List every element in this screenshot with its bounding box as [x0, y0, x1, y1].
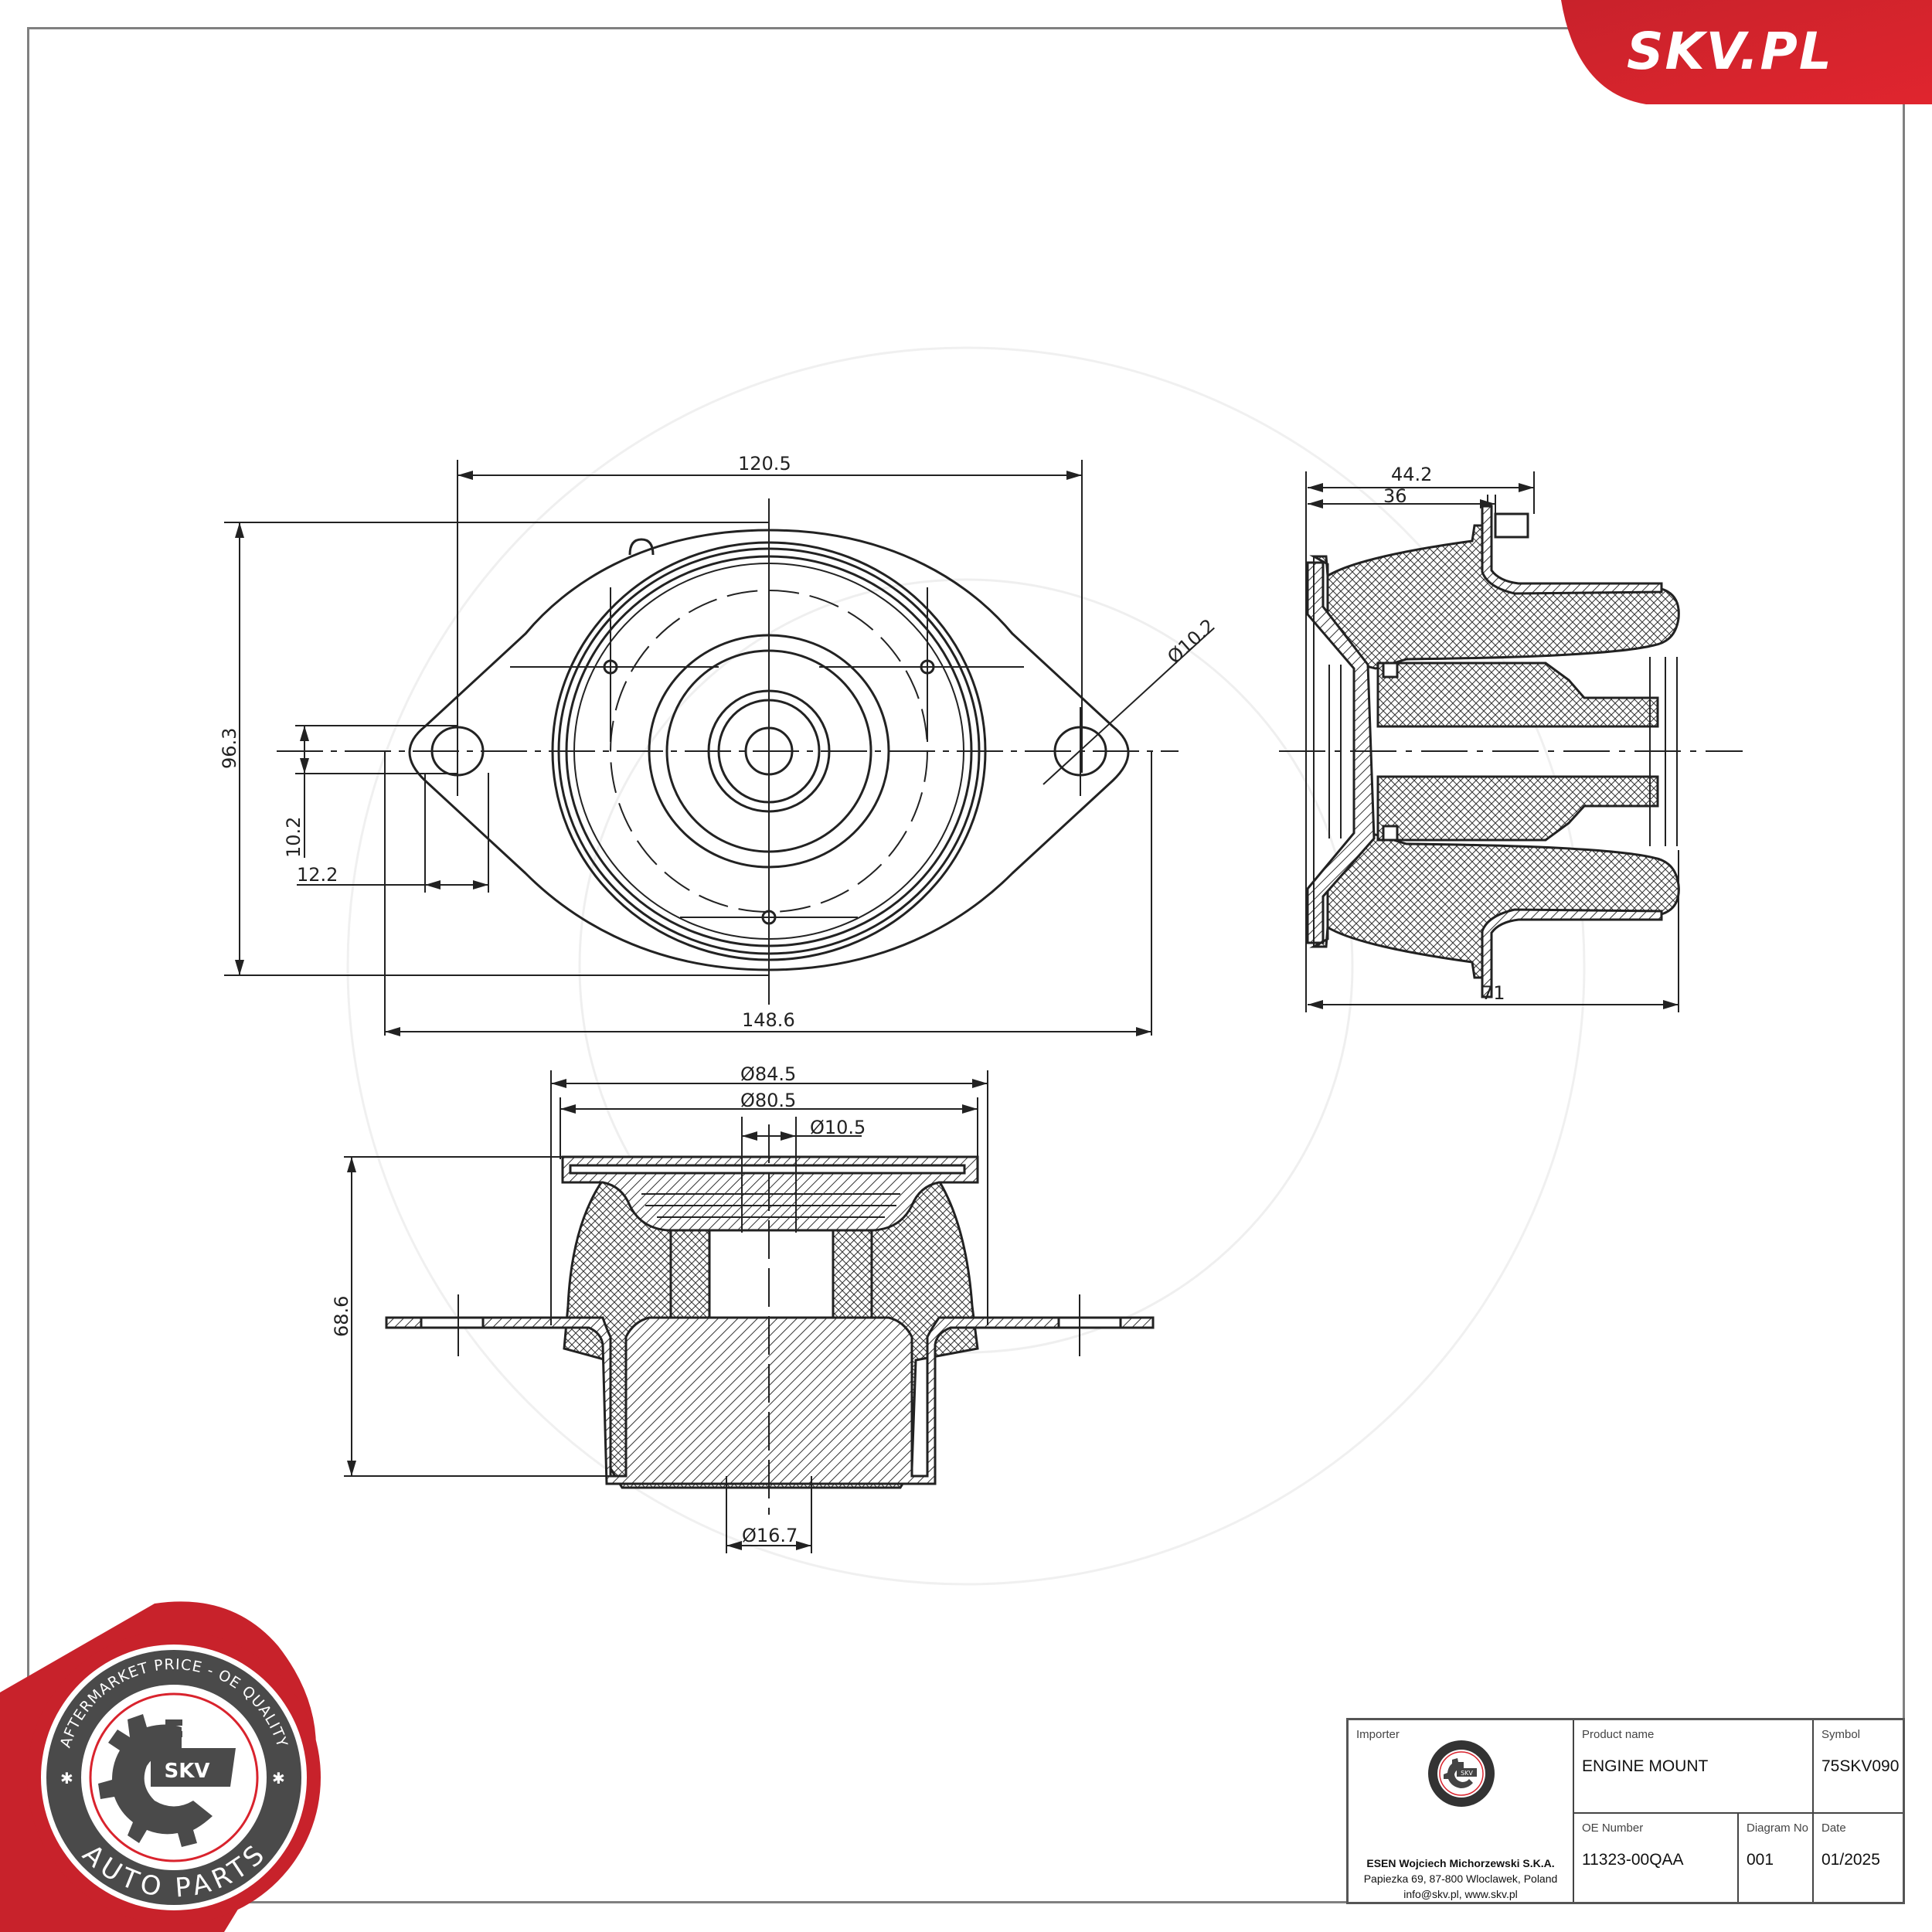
symbol-value: 75SKV090 — [1821, 1757, 1900, 1775]
drawing-frame — [27, 27, 1905, 1903]
star-icon-right: ✱ — [272, 1769, 285, 1787]
dim-pin-dia: Ø10.5 — [810, 1117, 866, 1138]
oe-number-value: 11323-00QAA — [1582, 1851, 1684, 1869]
brand-banner — [1561, 0, 1932, 104]
symbol-label: Symbol — [1821, 1728, 1861, 1741]
date-value: 01/2025 — [1821, 1851, 1880, 1869]
product-name-cell: Product name ENGINE MOUNT — [1574, 1720, 1814, 1814]
diagram-no-label: Diagram No — [1747, 1821, 1809, 1835]
watermark — [346, 346, 1586, 1586]
importer-label: Importer — [1356, 1728, 1400, 1741]
dim-inner-dia: Ø80.5 — [740, 1090, 796, 1111]
importer-logo: SKV — [1428, 1740, 1495, 1807]
section-view — [344, 1070, 1155, 1553]
symbol-cell: Symbol 75SKV090 — [1814, 1720, 1903, 1814]
top-view — [224, 460, 1210, 1036]
diagram-no-value: 001 — [1747, 1851, 1774, 1869]
date-cell: Date 01/2025 — [1814, 1814, 1903, 1902]
dim-slot-height: 10.2 — [283, 817, 304, 858]
importer-contact: info@skv.pl, www.skv.pl — [1403, 1888, 1518, 1900]
dim-height: 68.6 — [331, 1296, 352, 1337]
importer-address: ESEN Wojciech Michorzewski S.K.A. Papiez… — [1349, 1855, 1573, 1902]
dim-overall-width: 148.6 — [742, 1009, 795, 1031]
title-block: Importer SKV ESEN Wojciech Michorzewski … — [1346, 1718, 1905, 1904]
product-name-label: Product name — [1582, 1728, 1655, 1741]
badge-center-text: SKV — [165, 1760, 210, 1783]
dim-depth-outer: 44.2 — [1391, 464, 1432, 485]
product-name-value: ENGINE MOUNT — [1582, 1757, 1709, 1775]
oe-number-label: OE Number — [1582, 1821, 1644, 1835]
svg-text:SKV: SKV — [1461, 1770, 1473, 1777]
date-label: Date — [1821, 1821, 1846, 1835]
side-view — [1279, 471, 1743, 1012]
section-view-dimensions: Ø84.5 Ø80.5 Ø10.5 68.6 Ø16.7 — [331, 1063, 866, 1546]
side-view-dimensions: 44.2 36 71 — [1383, 464, 1505, 1004]
diagram-no-cell: Diagram No 001 — [1739, 1814, 1814, 1902]
star-icon-left: ✱ — [60, 1769, 73, 1787]
dim-outer-dia: Ø84.5 — [740, 1063, 796, 1085]
oe-number-cell: OE Number 11323-00QAA — [1574, 1814, 1739, 1902]
dim-hole-dia: Ø10.2 — [1163, 614, 1219, 668]
dim-depth-inner: 36 — [1383, 485, 1407, 507]
importer-company: ESEN Wojciech Michorzewski S.K.A. — [1366, 1857, 1555, 1869]
importer-cell: Importer SKV ESEN Wojciech Michorzewski … — [1349, 1720, 1574, 1902]
dim-overall-height: 96.3 — [219, 728, 240, 769]
dim-hole-spacing: 120.5 — [738, 453, 791, 474]
quality-badge: SKV AFTERMARKET PRICE - OE QUALITY AUTO … — [0, 1601, 321, 1932]
dim-overall-length: 71 — [1481, 982, 1505, 1004]
site-logo[interactable]: SKV.PL — [1627, 22, 1833, 81]
dim-slot-width: 12.2 — [297, 864, 338, 886]
importer-street: Papiezka 69, 87-800 Wloclawek, Poland — [1363, 1872, 1558, 1885]
dim-bore-dia: Ø16.7 — [742, 1525, 798, 1546]
